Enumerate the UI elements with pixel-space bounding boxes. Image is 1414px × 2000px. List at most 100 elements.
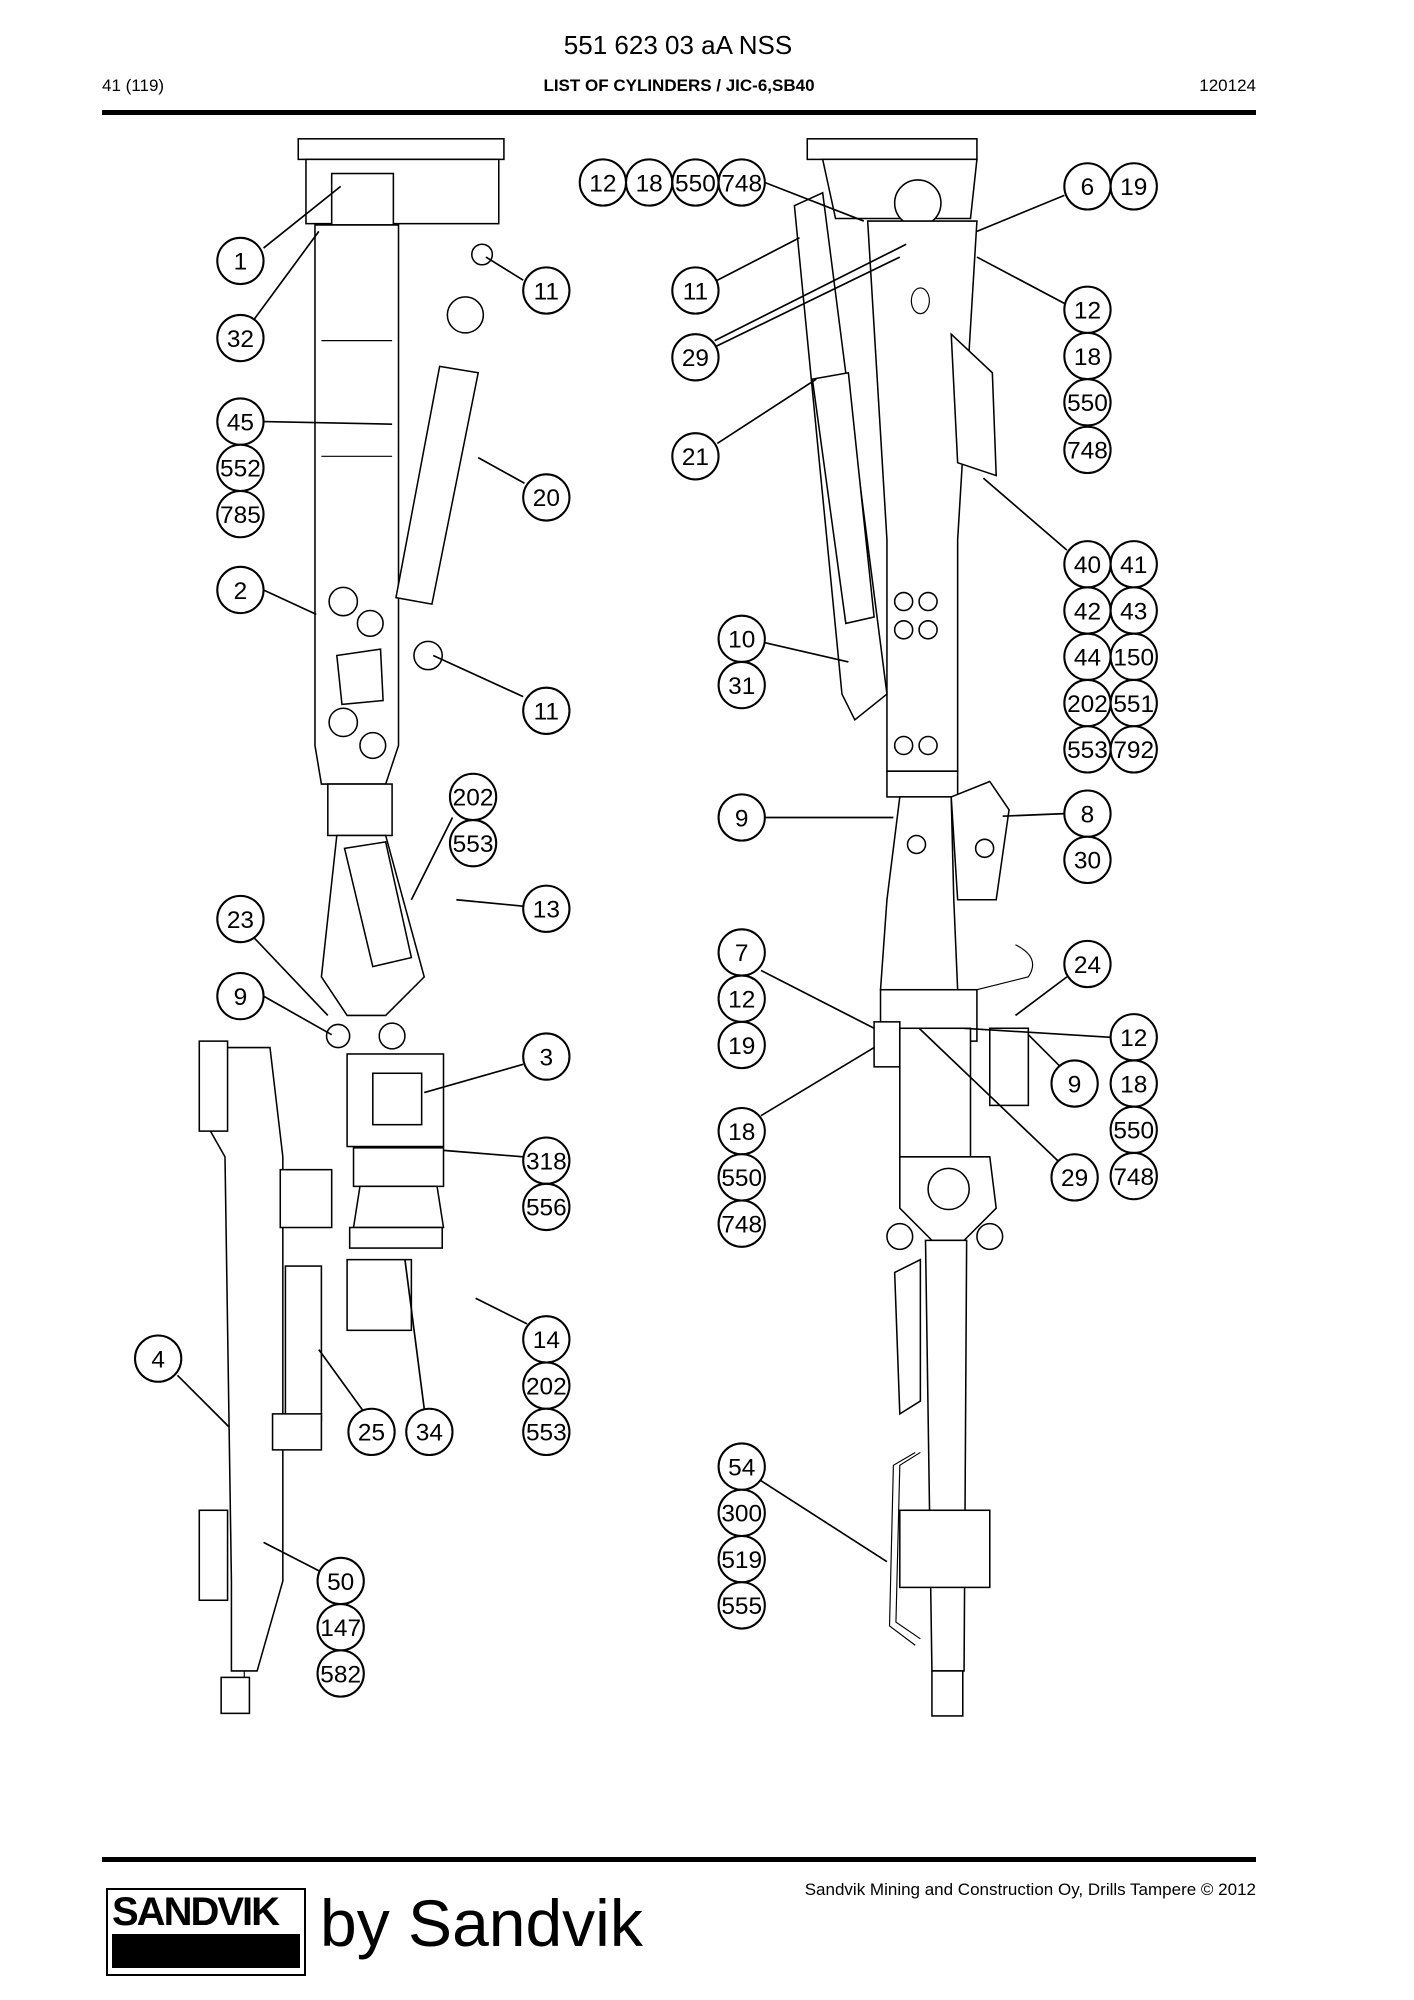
callout-circle [133, 1334, 183, 1383]
callout-label: 555 [721, 1593, 762, 1620]
callout-12: 12 [578, 158, 628, 207]
callout-582: 582 [316, 1649, 365, 1698]
callout-18: 18 [624, 158, 674, 207]
callout-label: 8 [1081, 801, 1095, 828]
callout-circle [1050, 1059, 1099, 1108]
callout-label: 792 [1113, 737, 1154, 764]
callout-label: 18 [728, 1119, 755, 1146]
callout-label: 12 [728, 987, 755, 1014]
callout-12: 12 [1109, 1013, 1158, 1062]
callout-4: 4 [133, 1334, 183, 1383]
callout-label: 12 [1074, 298, 1101, 325]
callout-18: 18 [1063, 331, 1112, 381]
callout-label: 150 [1113, 645, 1154, 672]
header-rule [102, 110, 1256, 115]
callout-label: 21 [682, 444, 709, 471]
callout-6: 6 [1063, 162, 1112, 211]
logo-text: SANDVIK [112, 1890, 280, 1934]
callout-40: 40 [1063, 540, 1112, 589]
callout-label: 9 [1068, 1071, 1082, 1098]
callout-label: 9 [234, 984, 248, 1011]
footer-rule [102, 1857, 1256, 1862]
copyright: Sandvik Mining and Construction Oy, Dril… [804, 1880, 1256, 1899]
callout-label: 147 [320, 1615, 361, 1642]
callout-19: 19 [717, 1020, 766, 1070]
callout-label: 40 [1074, 552, 1101, 579]
callout-circle [1109, 162, 1158, 211]
callout-label: 748 [721, 170, 762, 197]
callout-19: 19 [1109, 162, 1158, 211]
callout-label: 29 [682, 345, 709, 372]
page-number: 41 (119) [102, 76, 165, 95]
callout-202: 202 [448, 772, 498, 822]
callout-label: 11 [534, 699, 559, 726]
callout-202: 202 [522, 1361, 571, 1410]
callout-12: 12 [717, 974, 766, 1023]
callout-circle [216, 313, 265, 363]
callout-150: 150 [1109, 632, 1158, 681]
callout-label: 11 [534, 278, 559, 305]
callout-13: 13 [522, 884, 571, 933]
callout-label: 18 [1074, 344, 1101, 371]
callout-label: 50 [327, 1569, 354, 1596]
callout-29: 29 [1050, 1153, 1099, 1202]
callout-202: 202 [1063, 678, 1112, 728]
callout-label: 582 [320, 1661, 361, 1688]
callout-9: 9 [1050, 1059, 1099, 1108]
callout-label: 1 [234, 249, 248, 276]
callout-label: 556 [526, 1195, 567, 1222]
callout-circle [717, 1020, 766, 1070]
callout-label: 18 [636, 170, 663, 197]
callout-550: 550 [1109, 1105, 1158, 1154]
callout-30: 30 [1063, 835, 1112, 885]
callout-label: 748 [721, 1211, 762, 1238]
callout-circle [717, 793, 766, 842]
callout-23: 23 [216, 894, 265, 944]
callout-label: 14 [533, 1327, 560, 1354]
callout-label: 202 [453, 785, 494, 812]
callout-circle [216, 971, 265, 1021]
callout-circle [316, 1649, 365, 1698]
callout-29: 29 [671, 333, 720, 382]
callout-label: 9 [735, 805, 749, 832]
watermark: by Sandvik [320, 1886, 643, 1960]
callout-circle [216, 489, 265, 539]
callout-circle [522, 884, 571, 933]
callout-label: 551 [1113, 691, 1154, 718]
callout-circle [522, 1407, 571, 1457]
callout-label: 54 [728, 1454, 755, 1481]
callout-552: 552 [216, 443, 265, 493]
callout-circle [671, 333, 720, 382]
callout-label: 748 [1067, 438, 1108, 465]
callout-11: 11 [671, 266, 720, 315]
callout-label: 553 [1067, 737, 1108, 764]
callout-label: 748 [1113, 1164, 1154, 1191]
callout-18: 18 [1109, 1059, 1158, 1108]
callout-circle [1063, 425, 1112, 475]
callout-32: 32 [216, 313, 265, 363]
callout-label: 30 [1074, 848, 1101, 875]
callout-54: 54 [717, 1442, 766, 1491]
callout-318: 318 [522, 1136, 571, 1185]
callout-44: 44 [1063, 632, 1112, 681]
callout-circle [717, 1199, 766, 1248]
callout-circle [671, 432, 720, 481]
callout-555: 555 [717, 1581, 766, 1630]
callout-label: 785 [220, 502, 261, 529]
callout-circle [717, 1581, 766, 1630]
callout-41: 41 [1109, 540, 1158, 589]
callout-label: 550 [1113, 1118, 1154, 1145]
callout-519: 519 [717, 1534, 766, 1584]
callout-label: 31 [728, 673, 755, 700]
callout-14: 14 [522, 1315, 571, 1364]
callout-label: 43 [1120, 598, 1147, 625]
callout-551: 551 [1109, 678, 1158, 728]
callout-circle [347, 1407, 396, 1457]
callout-label: 11 [683, 278, 708, 305]
callout-31: 31 [717, 660, 766, 710]
callout-553: 553 [1063, 725, 1112, 774]
document-date: 120124 [1199, 76, 1256, 95]
callout-label: 553 [526, 1420, 567, 1447]
